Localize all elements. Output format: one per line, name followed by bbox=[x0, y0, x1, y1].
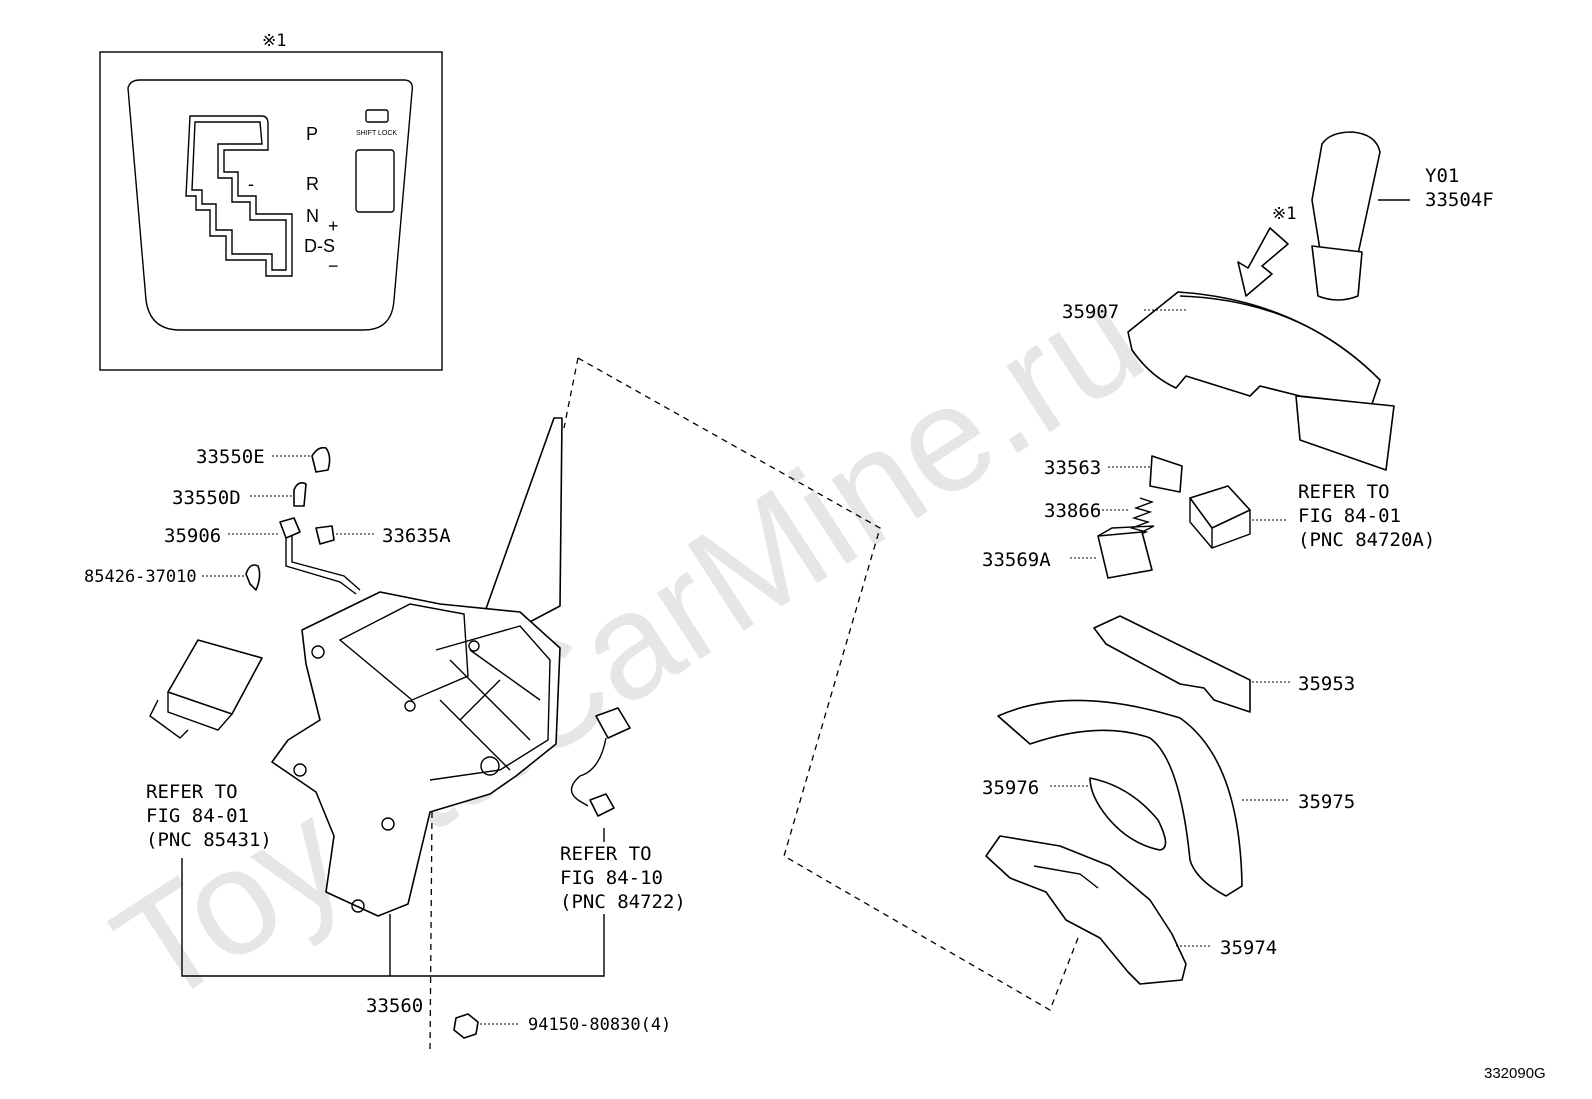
label-35953: 35953 bbox=[1298, 673, 1355, 695]
ref-84722-line2: FIG 84-10 bbox=[560, 867, 663, 889]
ref-84720A-line3: (PNC 84720A) bbox=[1298, 529, 1435, 551]
gate-label-minus-right: − bbox=[328, 256, 339, 276]
boot-35975 bbox=[997, 699, 1243, 897]
inset-shift-gate: ※1 P - R N + D-S − SHIFT LOCK bbox=[99, 31, 443, 371]
label-85426: 85426-37010 bbox=[84, 567, 197, 587]
connector-84722 bbox=[570, 707, 631, 817]
ref-84722: REFER TO FIG 84-10 (PNC 84722) bbox=[560, 843, 686, 913]
shift-lock-label: SHIFT LOCK bbox=[356, 130, 397, 137]
ref-84720A-line2: FIG 84-01 bbox=[1298, 505, 1401, 527]
shift-bezel-35907 bbox=[1127, 291, 1395, 471]
bulb-33550D bbox=[293, 482, 307, 507]
ref-85431-line2: FIG 84-01 bbox=[146, 805, 249, 827]
shift-lever-assembly-33560 bbox=[271, 417, 563, 917]
label-Y01: Y01 bbox=[1425, 165, 1459, 187]
clip-33635A bbox=[315, 525, 335, 545]
socket-35906 bbox=[279, 517, 361, 595]
plate-35976 bbox=[1089, 777, 1167, 851]
ref-85431: REFER TO FIG 84-01 (PNC 85431) bbox=[146, 781, 272, 851]
shift-lock-cover bbox=[355, 149, 395, 213]
bulb-33550E bbox=[311, 446, 331, 473]
label-33635A: 33635A bbox=[382, 525, 451, 547]
gate-label-r: R bbox=[306, 174, 319, 194]
label-35975: 35975 bbox=[1298, 791, 1355, 813]
gate-label-minus-left: - bbox=[248, 174, 254, 194]
label-33560: 33560 bbox=[366, 995, 423, 1017]
button-33563 bbox=[1149, 455, 1183, 493]
gate-label-plus: + bbox=[328, 216, 339, 236]
ref-85431-line1: REFER TO bbox=[146, 781, 238, 803]
label-35976: 35976 bbox=[982, 777, 1039, 799]
gate-label-ds: D-S bbox=[304, 236, 335, 256]
label-33550D: 33550D bbox=[172, 487, 241, 509]
cap-33569A bbox=[1097, 525, 1155, 579]
view-arrow bbox=[1237, 227, 1289, 297]
ref-84722-line1: REFER TO bbox=[560, 843, 652, 865]
label-35907: 35907 bbox=[1062, 301, 1119, 323]
gate-label-n: N bbox=[306, 206, 319, 226]
gate-slot-outer bbox=[185, 115, 293, 277]
label-33866: 33866 bbox=[1044, 500, 1101, 522]
shift-knob bbox=[1311, 131, 1410, 301]
module-85431 bbox=[149, 639, 263, 739]
spring-33866 bbox=[1129, 497, 1155, 539]
label-33563: 33563 bbox=[1044, 457, 1101, 479]
nut-94150 bbox=[453, 1013, 479, 1039]
ref-85431-line3: (PNC 85431) bbox=[146, 829, 272, 851]
gate-plate bbox=[127, 79, 414, 331]
inset-mark: ※1 bbox=[262, 31, 286, 51]
ref-84722-line3: (PNC 84722) bbox=[560, 891, 686, 913]
shift-lock-button bbox=[365, 109, 389, 123]
ref-84720A-line1: REFER TO bbox=[1298, 481, 1390, 503]
diagram-code: 332090G bbox=[1484, 1065, 1546, 1082]
bracket-35974 bbox=[985, 835, 1187, 985]
label-33550E: 33550E bbox=[196, 446, 265, 468]
gate-label-p: P bbox=[306, 124, 318, 144]
inset-frame bbox=[99, 51, 443, 371]
switch-84720A bbox=[1189, 485, 1251, 549]
label-94150: 94150-80830(4) bbox=[528, 1015, 671, 1035]
arrow-mark: ※1 bbox=[1272, 204, 1296, 224]
gate-slot-inner bbox=[191, 121, 287, 271]
trim-35953 bbox=[1093, 615, 1251, 713]
label-33569A: 33569A bbox=[982, 549, 1051, 571]
clamp-85426 bbox=[245, 564, 261, 591]
label-35974: 35974 bbox=[1220, 937, 1277, 959]
watermark: ToyotaCarMine.ru bbox=[86, 251, 1170, 1037]
connector-bracket bbox=[181, 858, 605, 977]
view-frame-dashed bbox=[577, 357, 1079, 1011]
label-35906: 35906 bbox=[164, 525, 221, 547]
ref-84720A: REFER TO FIG 84-01 (PNC 84720A) bbox=[1298, 481, 1435, 551]
label-33504F: 33504F bbox=[1425, 189, 1494, 211]
